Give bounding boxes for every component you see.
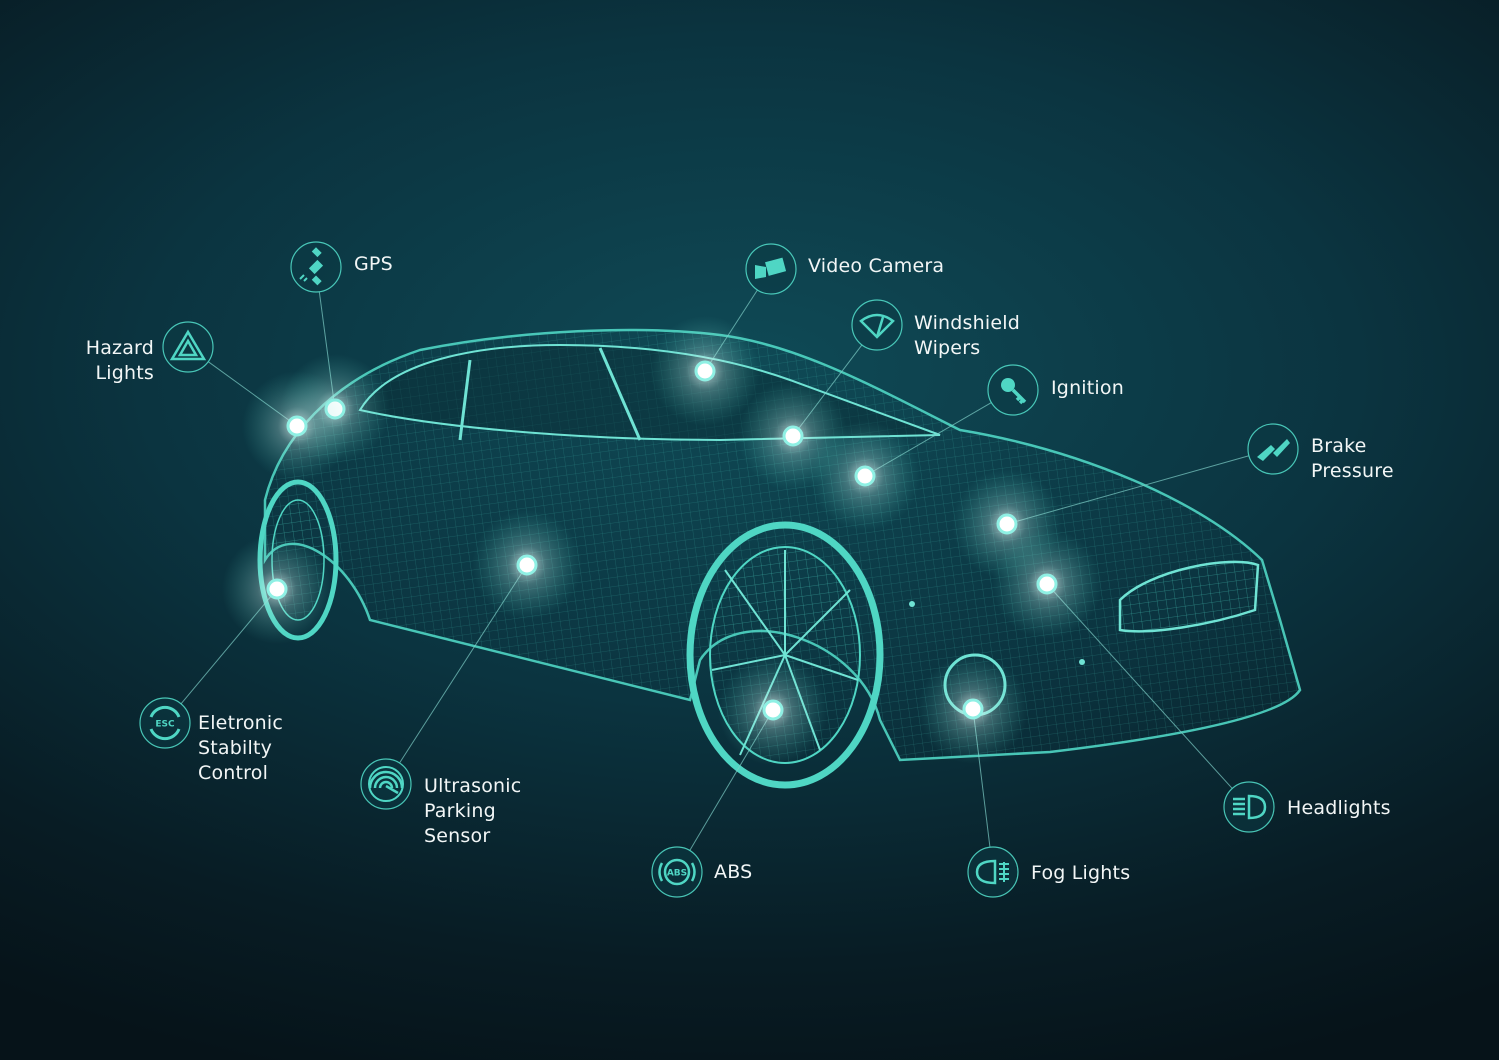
sensor-dot[interactable] — [962, 698, 984, 720]
label-abs: ABS — [714, 861, 753, 883]
windshield-wiper-icon — [859, 313, 895, 339]
parking-sensor-icon — [368, 766, 404, 802]
label-esc: Eletronic Stabilty Control — [198, 712, 284, 784]
label-fog: Fog Lights — [1031, 862, 1131, 884]
label-hazard: Hazard Lights — [85, 337, 154, 384]
brake-pedal-icon — [1257, 439, 1290, 461]
sensor-dot[interactable] — [762, 699, 784, 721]
sensor-dot[interactable] — [854, 465, 876, 487]
sensor-dot[interactable] — [286, 415, 308, 437]
callout-video — [650, 243, 797, 426]
key-icon — [1001, 378, 1027, 405]
satellite-icon — [299, 247, 324, 286]
sensor-dot[interactable] — [1036, 573, 1058, 595]
sensor-dot[interactable] — [996, 513, 1018, 535]
icon-ring — [139, 697, 191, 749]
headlight-icon — [1233, 794, 1267, 820]
callout-hazard — [162, 321, 352, 481]
icon-text: ABS — [667, 869, 687, 879]
callout-abs: ABS — [651, 655, 828, 898]
callout-ignition — [810, 364, 1039, 531]
label-ignition: Ignition — [1051, 377, 1124, 399]
callout-esc: ESC — [139, 534, 332, 749]
sensor-dot[interactable] — [782, 425, 804, 447]
label-headlights: Headlights — [1287, 797, 1391, 819]
icon-ring — [851, 299, 903, 351]
sensor-dot[interactable] — [266, 578, 288, 600]
callout-fog — [918, 654, 1028, 898]
label-brake: Brake Pressure — [1311, 435, 1394, 482]
label-parking: Ultrasonic Parking Sensor — [424, 775, 522, 847]
label-gps: GPS — [354, 253, 393, 275]
icon-text: ESC — [155, 720, 175, 730]
sensor-dot[interactable] — [516, 554, 538, 576]
label-video: Video Camera — [808, 255, 945, 277]
abs-icon: ABS — [658, 858, 696, 886]
callout-parking — [360, 510, 582, 810]
callout-headlights — [992, 529, 1275, 833]
hazard-triangle-icon — [169, 329, 207, 361]
esc-icon: ESC — [149, 705, 181, 741]
label-wipers: Windshield Wipers — [914, 312, 1020, 359]
sensor-dot[interactable] — [694, 360, 716, 382]
icon-ring — [162, 321, 214, 373]
icon-ring — [967, 846, 1019, 898]
fog-light-icon — [975, 859, 1009, 885]
icon-ring — [651, 846, 703, 898]
video-camera-icon — [755, 257, 787, 279]
